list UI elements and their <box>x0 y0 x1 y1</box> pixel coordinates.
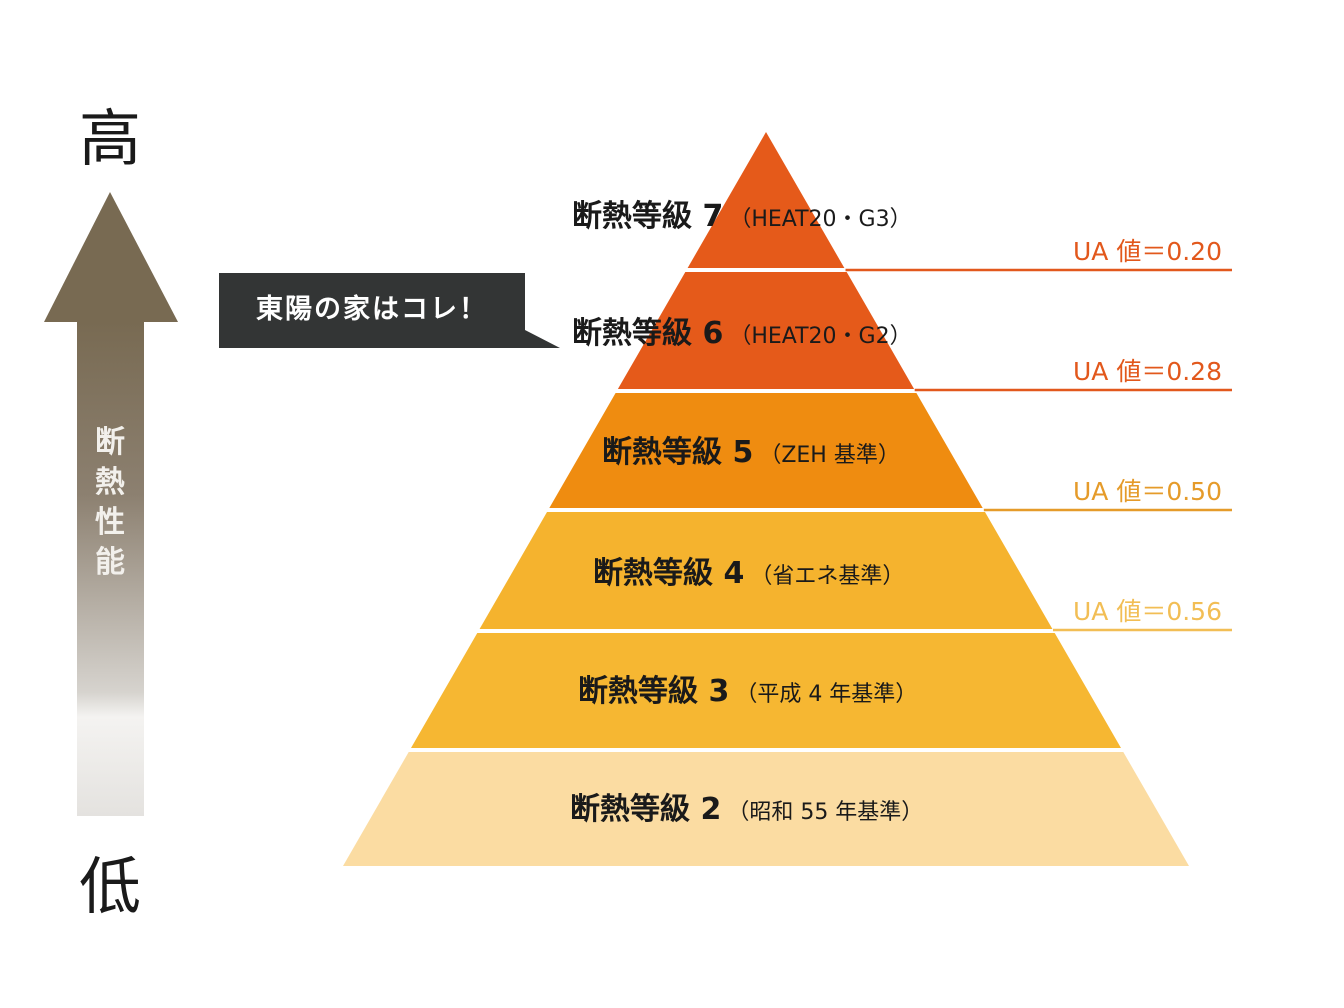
callout-box <box>219 273 560 348</box>
pyramid-level-4 <box>479 512 1053 629</box>
arrow-shaft <box>77 321 144 816</box>
callout: 東陽の家はコレ！ <box>219 273 560 348</box>
level-note: （ZEH 基準） <box>759 443 900 468</box>
ua-value-label: UA 値＝0.56 <box>1073 597 1222 626</box>
level-title: 断熱等級 5 <box>602 435 753 470</box>
pyramid-level-2 <box>343 752 1189 866</box>
ua-value-label: UA 値＝0.20 <box>1073 237 1222 266</box>
level-title: 断熱等級 7 <box>572 199 723 234</box>
up-arrow-icon <box>44 192 178 816</box>
level-note: （昭和 55 年基準） <box>727 800 923 825</box>
level-title: 断熱等級 6 <box>572 316 723 351</box>
pyramid-level-5 <box>549 393 983 508</box>
level-note: （HEAT20・G3） <box>729 207 911 232</box>
pyramid-level-7 <box>687 132 845 268</box>
arrow-label-char: 断 <box>95 425 125 460</box>
ua-value-label: UA 値＝0.28 <box>1073 357 1222 386</box>
pyramid <box>343 132 1189 866</box>
level-label: 断熱等級 7（HEAT20・G3） <box>572 199 912 234</box>
level-note: （省エネ基準） <box>750 564 904 589</box>
level-label: 断熱等級 2（昭和 55 年基準） <box>570 792 923 827</box>
level-title: 断熱等級 2 <box>570 792 721 827</box>
level-label: 断熱等級 4（省エネ基準） <box>593 556 904 591</box>
arrow-label-char: 性 <box>95 505 125 540</box>
level-title: 断熱等級 3 <box>578 674 729 709</box>
arrow-label-char: 能 <box>95 545 125 580</box>
low-label: 低 <box>79 850 141 923</box>
level-title: 断熱等級 4 <box>593 556 744 591</box>
level-label: 断熱等級 6（HEAT20・G2） <box>572 316 912 351</box>
ua-values: UA 値＝0.20 UA 値＝0.28 UA 値＝0.50 UA 値＝0.56 <box>845 237 1232 632</box>
pyramid-level-6 <box>617 272 915 389</box>
high-label: 高 <box>79 102 141 175</box>
ua-value-label: UA 値＝0.50 <box>1073 477 1222 506</box>
level-note: （平成 4 年基準） <box>735 682 917 707</box>
level-note: （HEAT20・G2） <box>729 324 911 349</box>
pyramid-level-3 <box>411 633 1121 748</box>
arrow-vertical-label: 断 熱 性 能 <box>95 425 125 580</box>
arrow-label-char: 熱 <box>95 465 125 500</box>
level-label: 断熱等級 5（ZEH 基準） <box>602 435 900 470</box>
level-label: 断熱等級 3（平成 4 年基準） <box>578 674 917 709</box>
callout-text: 東陽の家はコレ！ <box>256 293 488 325</box>
arrow-head <box>44 192 178 322</box>
level-labels: 断熱等級 7（HEAT20・G3） 断熱等級 6（HEAT20・G2） 断熱等級 5… <box>570 199 923 827</box>
